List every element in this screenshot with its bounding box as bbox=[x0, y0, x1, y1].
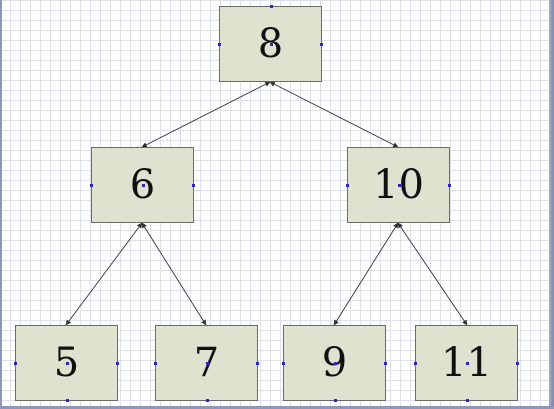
connection-handle[interactable] bbox=[282, 362, 285, 365]
tree-node-right-child[interactable]: 10 bbox=[346, 147, 451, 223]
canvas-right-scroll-edge[interactable] bbox=[549, 0, 554, 409]
connection-handle[interactable] bbox=[192, 184, 195, 187]
edge-6-5[interactable] bbox=[65, 222, 143, 326]
connection-handle[interactable] bbox=[205, 362, 209, 365]
connection-handle[interactable] bbox=[465, 399, 469, 402]
connection-handle[interactable] bbox=[116, 362, 119, 365]
tree-leaf-node[interactable]: 9 bbox=[282, 325, 387, 402]
edge-8-10[interactable] bbox=[269, 81, 399, 148]
connection-handle[interactable] bbox=[65, 362, 69, 365]
edge-10-9[interactable] bbox=[333, 222, 399, 326]
edge-6-7[interactable] bbox=[141, 222, 207, 326]
connection-handle[interactable] bbox=[269, 43, 273, 46]
connection-handle[interactable] bbox=[320, 43, 323, 46]
tree-leaf-node[interactable]: 11 bbox=[414, 325, 519, 402]
connection-handle[interactable] bbox=[465, 362, 469, 365]
connection-handle[interactable] bbox=[205, 399, 209, 402]
connection-handle[interactable] bbox=[14, 362, 17, 365]
connection-handle[interactable] bbox=[90, 184, 93, 187]
canvas-bottom-border bbox=[0, 406, 554, 409]
connection-handle[interactable] bbox=[414, 362, 417, 365]
connection-handle[interactable] bbox=[154, 362, 157, 365]
connection-handle[interactable] bbox=[65, 399, 69, 402]
connection-handle[interactable] bbox=[516, 362, 519, 365]
tree-leaf-node[interactable]: 5 bbox=[14, 325, 119, 402]
edge-8-6[interactable] bbox=[141, 81, 271, 148]
connection-handle[interactable] bbox=[218, 43, 221, 46]
connection-handle[interactable] bbox=[384, 362, 387, 365]
tree-node-left-child[interactable]: 6 bbox=[90, 147, 195, 223]
connection-handle[interactable] bbox=[333, 362, 337, 365]
connection-handle[interactable] bbox=[397, 184, 401, 187]
edge-10-11[interactable] bbox=[397, 222, 468, 326]
tree-leaf-node[interactable]: 7 bbox=[154, 325, 259, 402]
connection-handle[interactable] bbox=[448, 184, 451, 187]
connection-handle[interactable] bbox=[269, 5, 273, 8]
connection-handle[interactable] bbox=[346, 184, 349, 187]
tree-node-root[interactable]: 8 bbox=[218, 5, 323, 82]
canvas-left-border bbox=[0, 0, 2, 409]
connection-handle[interactable] bbox=[256, 362, 259, 365]
connection-handle[interactable] bbox=[141, 184, 145, 187]
connection-handle[interactable] bbox=[333, 399, 337, 402]
